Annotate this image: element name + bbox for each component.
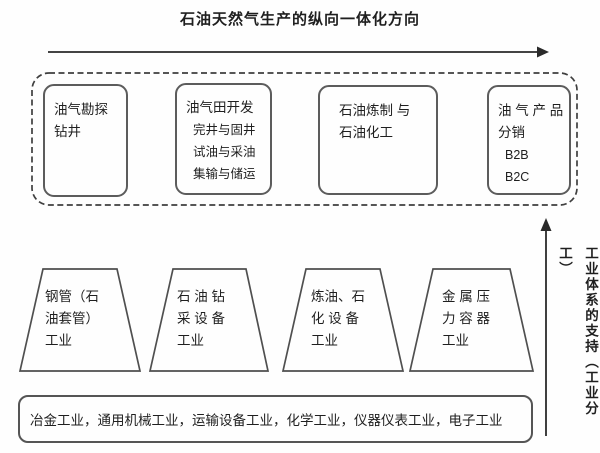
stage-exploration-box: 油气勘探 钻井 xyxy=(43,84,128,197)
industry-line: 工业 xyxy=(442,333,469,348)
up-arrow-icon xyxy=(540,218,552,436)
stage-sub-label: 集输与储运 xyxy=(193,167,256,181)
industry-steel-pipe-label: 钢管（石 油套管） 工业 xyxy=(45,286,131,352)
upstream-downstream-dashed-frame xyxy=(31,72,578,206)
stage-label: 石油炼制 与 xyxy=(339,103,411,118)
stage-distribution-box: 油 气 产 品 分销 B2B B2C xyxy=(487,85,571,195)
industry-line: 钢管（石 xyxy=(45,289,99,304)
stage-field-development-box: 油气田开发 完井与固井 试油与采油 集输与储运 xyxy=(175,83,272,195)
industry-drilling-equipment-label: 石 油 钻 采 设 备 工业 xyxy=(177,286,263,352)
industry-line: 金 属 压 xyxy=(442,289,491,304)
industry-line: 石 油 钻 xyxy=(177,289,226,304)
diagram-title: 石油天然气生产的纵向一体化方向 xyxy=(179,11,420,28)
stage-label: 油 气 产 品 xyxy=(498,103,564,118)
industry-line: 工业 xyxy=(311,333,338,348)
right-arrow-icon xyxy=(48,46,549,58)
base-industries-strip: 冶金工业，通用机械工业，运输设备工业，化学工业，仪器仪表工业，电子工业 xyxy=(18,395,533,443)
stage-sub-label: 试油与采油 xyxy=(193,145,256,159)
stage-sub-label: B2B xyxy=(505,148,529,162)
stage-label: 石油化工 xyxy=(339,125,393,140)
trapezoid-pressure-vessel-industry xyxy=(408,268,535,372)
stage-refining-box: 石油炼制 与 石油化工 xyxy=(318,85,438,195)
industry-line: 采 设 备 xyxy=(177,311,226,326)
industry-line: 炼油、石 xyxy=(311,289,365,304)
industry-refining-equipment-label: 炼油、石 化 设 备 工业 xyxy=(311,286,397,352)
trapezoid-refining-equipment-industry xyxy=(281,268,405,372)
base-industries-text: 冶金工业，通用机械工业，运输设备工业，化学工业，仪器仪表工业，电子工业 xyxy=(30,413,503,428)
stage-label: 油气田开发 xyxy=(186,100,254,115)
stage-label: 分销 xyxy=(498,125,525,140)
industry-line: 化 设 备 xyxy=(311,311,360,326)
stage-label: 油气勘探 xyxy=(54,102,108,117)
industry-line: 力 容 器 xyxy=(442,311,491,326)
trapezoid-drilling-equipment-industry xyxy=(148,268,270,372)
industry-line: 油套管） xyxy=(45,311,99,326)
stage-label: 钻井 xyxy=(54,124,81,139)
industry-pressure-vessel-label: 金 属 压 力 容 器 工业 xyxy=(442,286,528,352)
industrial-system-support-label: 工业体系的支持（工业分工） xyxy=(557,246,598,417)
trapezoid-steel-pipe-industry xyxy=(18,268,142,372)
industry-line: 工业 xyxy=(45,333,72,348)
industry-line: 工业 xyxy=(177,333,204,348)
stage-sub-label: 完井与固井 xyxy=(193,123,256,137)
stage-sub-label: B2C xyxy=(505,170,530,184)
